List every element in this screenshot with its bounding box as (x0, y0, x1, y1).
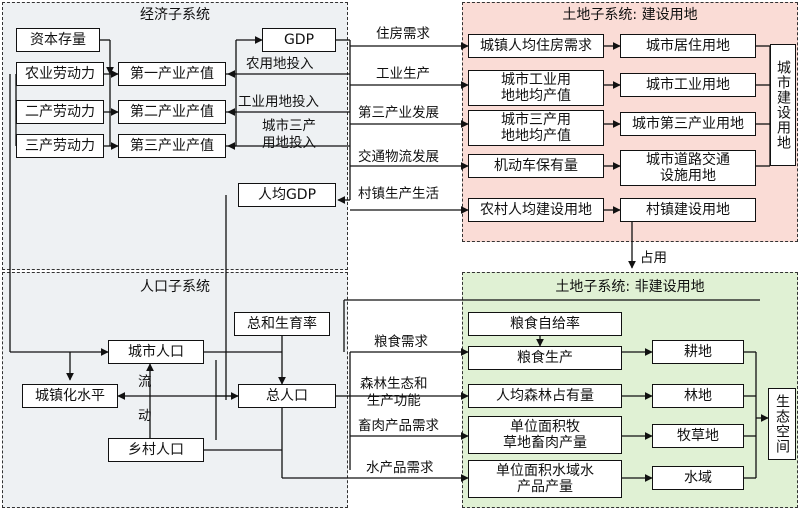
industrial-production-label: 工业生产 (376, 66, 430, 82)
urban-tertiary-land-input-label: 城市三产 用地投入 (262, 118, 316, 151)
urbanization-level-box: 城镇化水平 (22, 384, 118, 408)
grain-production-box: 粮食生产 (468, 346, 622, 370)
fertility-rate-box: 总和生育率 (234, 312, 330, 336)
secondary-output-box: 第二产业产值 (118, 100, 226, 124)
urban-construction-land-box: 城市建设用地 (770, 44, 796, 166)
occupy-label: 占用 (640, 250, 667, 266)
rural-population-box: 乡村人口 (108, 438, 204, 462)
urban-housing-demand-box: 城镇人均住房需求 (468, 34, 604, 58)
housing-demand-label: 住房需求 (376, 26, 430, 42)
tertiary-output-box: 第三产业产值 (118, 134, 226, 158)
farmland-box: 耕地 (652, 340, 744, 364)
agri-labor-box: 农业劳动力 (16, 62, 104, 86)
forest-function-label: 森林生态和 生产功能 (360, 376, 428, 409)
industrial-output-per-land-box: 城市工业用 地地均产值 (468, 70, 604, 106)
secondary-labor-box: 二产劳动力 (16, 100, 104, 124)
urban-residential-land-box: 城市居住用地 (620, 34, 756, 58)
grain-self-sufficiency-box: 粮食自给率 (468, 312, 622, 336)
grain-demand-label: 粮食需求 (374, 334, 428, 350)
village-construction-land-box: 村镇建设用地 (620, 198, 756, 222)
village-life-label: 村镇生产生活 (358, 186, 439, 202)
aquatic-demand-label: 水产品需求 (366, 460, 434, 476)
urban-population-box: 城市人口 (108, 340, 204, 364)
livestock-demand-label: 畜肉产品需求 (358, 418, 439, 434)
capital-stock-box: 资本存量 (16, 28, 100, 52)
tertiary-development-label: 第三产业发展 (358, 105, 439, 121)
agri-land-input-label: 农用地投入 (246, 56, 314, 72)
grassland-yield-box: 单位面积牧 草地畜肉产量 (468, 416, 622, 454)
tertiary-output-per-land-box: 城市三产用 地地均产值 (468, 110, 604, 146)
industrial-land-input-label: 工业用地投入 (238, 94, 319, 110)
urban-tertiary-land-box: 城市第三产业用地 (620, 112, 756, 136)
rural-land-per-capita-box: 农村人均建设用地 (468, 198, 604, 222)
forest-per-capita-box: 人均森林占有量 (468, 384, 622, 408)
ecological-space-box: 生态空间 (768, 388, 796, 460)
water-area-box: 水域 (652, 466, 744, 490)
forest-land-box: 林地 (652, 384, 744, 408)
population-panel-title: 人口子系统 (140, 279, 210, 295)
gdp-box: GDP (262, 28, 336, 52)
nonconstruction-panel-title: 土地子系统: 非建设用地 (555, 279, 705, 295)
total-population-box: 总人口 (238, 384, 336, 408)
vehicle-ownership-box: 机动车保有量 (468, 154, 604, 178)
traffic-development-label: 交通物流发展 (358, 149, 439, 165)
water-yield-box: 单位面积水域水 产品产量 (468, 460, 622, 498)
migration-label: 流 动 (138, 374, 152, 424)
construction-panel-title: 土地子系统: 建设用地 (562, 7, 698, 23)
primary-output-box: 第一产业产值 (118, 62, 226, 86)
tertiary-labor-box: 三产劳动力 (16, 134, 104, 158)
grassland-box: 牧草地 (652, 424, 744, 448)
economy-panel-title: 经济子系统 (140, 7, 210, 23)
road-facility-land-box: 城市道路交通 设施用地 (620, 150, 756, 186)
gdp-per-capita-box: 人均GDP (238, 183, 336, 207)
urban-industrial-land-box: 城市工业用地 (620, 73, 756, 97)
